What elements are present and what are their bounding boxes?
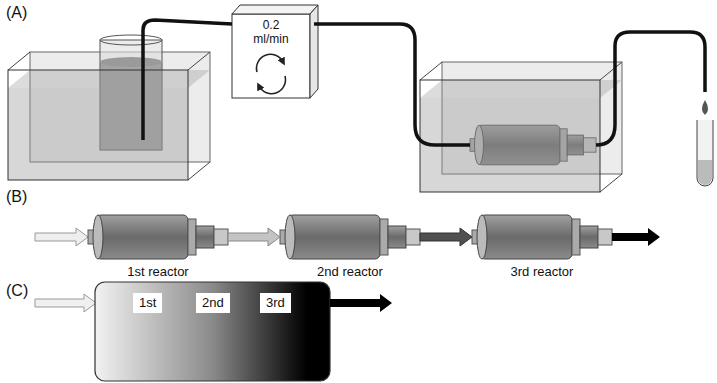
reactor-unit: 1st reactor (88, 214, 228, 279)
outlet-arrow (330, 294, 392, 312)
segment-tag: 1st (133, 293, 162, 313)
water-surface (8, 70, 210, 88)
test-tube (697, 120, 713, 186)
tubing (314, 24, 470, 145)
segment-tag: 2nd (196, 293, 230, 313)
reactor-column (280, 215, 420, 259)
outlet-arrow (612, 228, 660, 246)
bath-front (8, 70, 188, 180)
bath-front (420, 80, 600, 192)
inlet-arrow (35, 228, 88, 246)
node-text: 1st reactor (88, 264, 228, 279)
pump (232, 5, 318, 98)
combined-reactor (95, 282, 330, 381)
reactor-unit: 3rd reactor (472, 214, 612, 279)
node-text: 2nd reactor (280, 264, 420, 279)
panel-label: (A) (6, 4, 27, 22)
flow-arrow (420, 228, 472, 246)
tubing (143, 20, 232, 140)
panel-label: (B) (6, 188, 27, 206)
node-text: 2nd (202, 295, 224, 311)
reactor-column (472, 215, 612, 259)
pump-box: 0.2 ml/min (232, 14, 310, 98)
node-text: 3rd reactor (472, 264, 612, 279)
panel-label: (C) (6, 282, 28, 300)
tubing (596, 32, 705, 145)
reactor-unit: 2nd reactor (280, 214, 420, 279)
flow-arrow (228, 228, 280, 246)
drop (702, 100, 708, 115)
node-text: 0.2 ml/min (246, 18, 296, 46)
segment-tag: 3rd (260, 293, 291, 313)
bath-water (8, 88, 188, 180)
water-bath (8, 52, 210, 180)
node-text: 1st (139, 295, 156, 311)
water-bath (420, 62, 622, 192)
water-surface (420, 80, 622, 98)
inlet-arrow (35, 294, 96, 312)
node-text: 3rd (266, 295, 285, 311)
reactor-column (88, 215, 228, 259)
collected-liquid (698, 160, 712, 185)
